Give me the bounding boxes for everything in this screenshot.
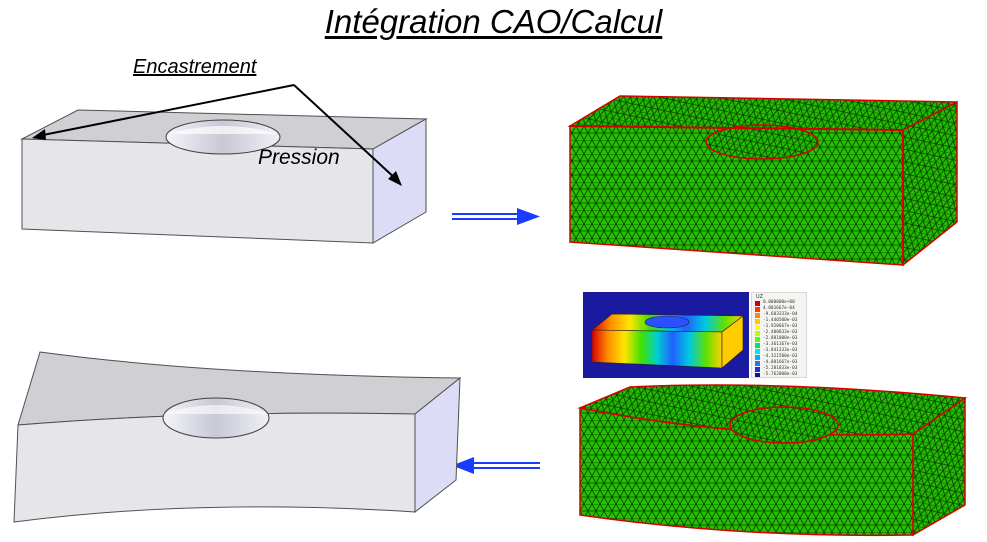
legend-swatch [755, 337, 760, 342]
legend-value: -5.281833e-03 [763, 366, 798, 371]
legend-row: 4.801667e-04 [755, 306, 806, 312]
legend-row: -1.440500e-03 [755, 318, 806, 324]
cad-part-block [20, 109, 428, 244]
legend-swatch [755, 319, 760, 324]
legend-swatch [755, 343, 760, 348]
legend-title: UZ [756, 294, 763, 300]
legend-value: -1.920667e-03 [763, 324, 798, 329]
legend-row: -2.881000e-03 [755, 336, 806, 342]
legend-swatch [755, 355, 760, 360]
legend-row: -3.361167e-03 [755, 342, 806, 348]
legend-value: -4.801667e-03 [763, 360, 798, 365]
legend-value: -1.440500e-03 [763, 318, 798, 323]
legend-row: -5.281833e-03 [755, 366, 806, 372]
page-title: Intégration CAO/Calcul [324, 3, 663, 40]
legend-row: -3.841333e-03 [755, 348, 806, 354]
legend-row: -9.603333e-04 [755, 312, 806, 318]
legend-swatch [755, 349, 760, 354]
arrow-right [452, 208, 540, 225]
deformed-part-block [13, 351, 462, 523]
legend-row: 0.000000e+00 [755, 300, 806, 306]
legend-value: -3.841333e-03 [763, 348, 798, 353]
legend-row: -1.920667e-03 [755, 324, 806, 330]
legend-row: -4.801667e-03 [755, 360, 806, 366]
encastrement-arrows [32, 84, 402, 186]
legend-value: -4.321500e-03 [763, 354, 798, 359]
legend-value: -5.762000e-03 [763, 372, 798, 377]
legend-row: -4.321500e-03 [755, 354, 806, 360]
legend-row: -2.400833e-03 [755, 330, 806, 336]
legend-value: -9.603333e-04 [763, 312, 798, 317]
legend-swatch [755, 313, 760, 318]
legend-swatch [755, 331, 760, 336]
legend-value: 4.801667e-04 [763, 306, 795, 311]
meshed-part-bottom [577, 384, 968, 537]
legend-value: 0.000000e+00 [763, 300, 795, 305]
legend-value: -3.361167e-03 [763, 342, 798, 347]
legend-swatch [755, 361, 760, 366]
legend-row: -5.762000e-03 [755, 372, 806, 377]
legend-value: -2.881000e-03 [763, 336, 798, 341]
legend-swatch [755, 301, 760, 306]
pression-label: Pression [258, 146, 340, 169]
meshed-part-top [567, 95, 958, 267]
legend-swatch [755, 307, 760, 312]
legend-swatch [755, 367, 760, 372]
legend-swatch [755, 373, 760, 377]
encastrement-label: Encastrement [133, 56, 257, 78]
legend-swatch [755, 325, 760, 330]
legend-value: -2.400833e-03 [763, 330, 798, 335]
result-thumbnail [583, 292, 749, 378]
arrow-left [452, 457, 540, 474]
